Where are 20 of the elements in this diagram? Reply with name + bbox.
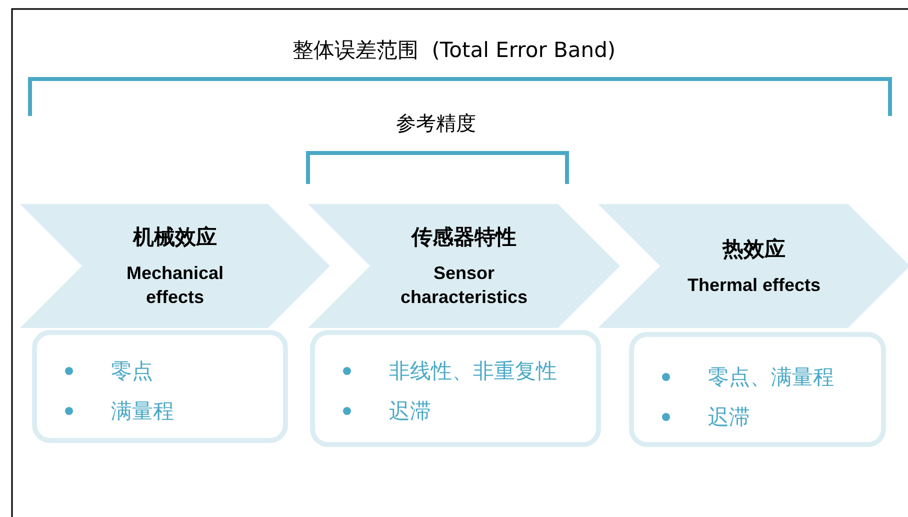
list-item: 零点 bbox=[111, 358, 153, 385]
banner-subtitle: Sensor characteristics bbox=[399, 262, 529, 309]
list-box bbox=[32, 330, 288, 443]
list-item: 迟滞 bbox=[708, 404, 750, 431]
step-banner bbox=[20, 204, 330, 328]
list-box bbox=[310, 330, 601, 447]
list-box bbox=[629, 332, 886, 447]
list-item: 满量程 bbox=[111, 398, 174, 425]
banner-heading: 机械效应 bbox=[133, 223, 217, 251]
list-item: 非线性、非重复性 bbox=[389, 358, 557, 385]
step-banner bbox=[308, 204, 620, 328]
banner-heading: 传感器特性 bbox=[412, 223, 516, 251]
step-banner bbox=[598, 204, 908, 328]
title: 整体误差范围 (Total Error Band) bbox=[291, 37, 617, 64]
list-item: 迟滞 bbox=[389, 398, 431, 425]
banner-heading: 热效应 bbox=[722, 235, 786, 263]
list-item: 零点、满量程 bbox=[708, 364, 834, 391]
bracket-label: 参考精度 bbox=[395, 110, 477, 137]
banner-subtitle: Mechanical effects bbox=[125, 262, 225, 309]
banner-subtitle: Thermal effects bbox=[687, 274, 821, 297]
